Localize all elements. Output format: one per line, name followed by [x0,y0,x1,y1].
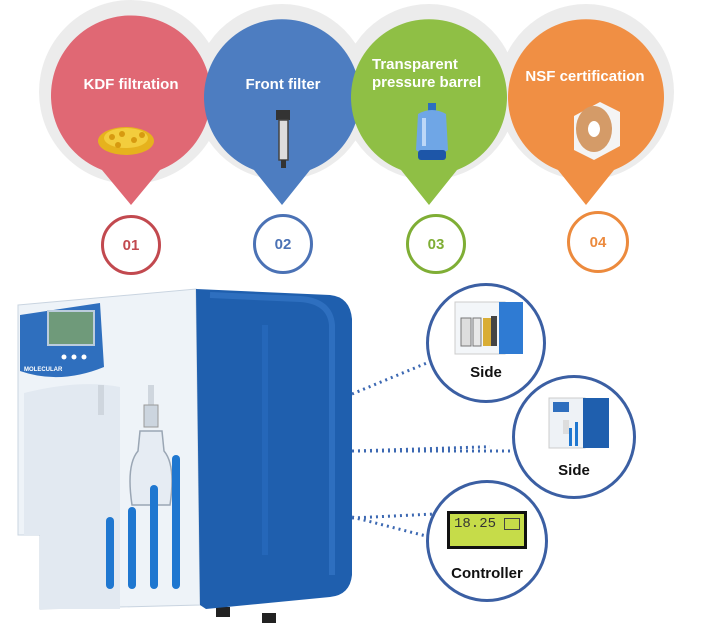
view-connector-3 [352,515,431,539]
nsf-filter-roll-icon [574,102,620,160]
controller-reading: 18.25 [454,516,497,532]
kdf-granules-icon [98,127,154,155]
front-view-thumbnail-icon [548,397,609,449]
side-view-circle-1: Side [426,283,546,403]
feature-label-3: Transparent pressure barrel [372,56,482,91]
view-label-1: Side [470,364,502,381]
feature-label-1: KDF filtration [83,76,179,93]
view-connectors [351,358,490,520]
pressure-barrel-icon [416,103,448,160]
feature-label-4: NSF certification [525,68,645,85]
feature-bubbles-graphic [39,0,674,206]
side-view-circle-2: Side [512,375,636,499]
feature-number-2: 02 [253,214,313,274]
feature-number-3: 03 [406,214,466,274]
front-filter-icon [276,110,290,168]
feature-label-2: Front filter [245,76,321,93]
view-label-3: Controller [451,565,523,582]
side-view-thumbnail-icon [454,301,523,355]
kdf-bubble [51,15,211,205]
view-connector-2 [352,449,520,453]
controller-view-circle: 18.25 Controller [426,480,548,602]
controller-lcd-thumbnail: 18.25 [447,511,527,549]
view-label-2: Side [558,462,590,479]
feature-number-4: 04 [567,211,629,273]
water-purifier-device: MOLECULAR [17,288,352,623]
device-lcd-screen [47,310,95,346]
collection-bottle [129,430,173,506]
feature-number-1: 01 [101,215,161,275]
blue-side-panel [196,289,352,609]
svg-text:MOLECULAR: MOLECULAR [24,367,63,373]
